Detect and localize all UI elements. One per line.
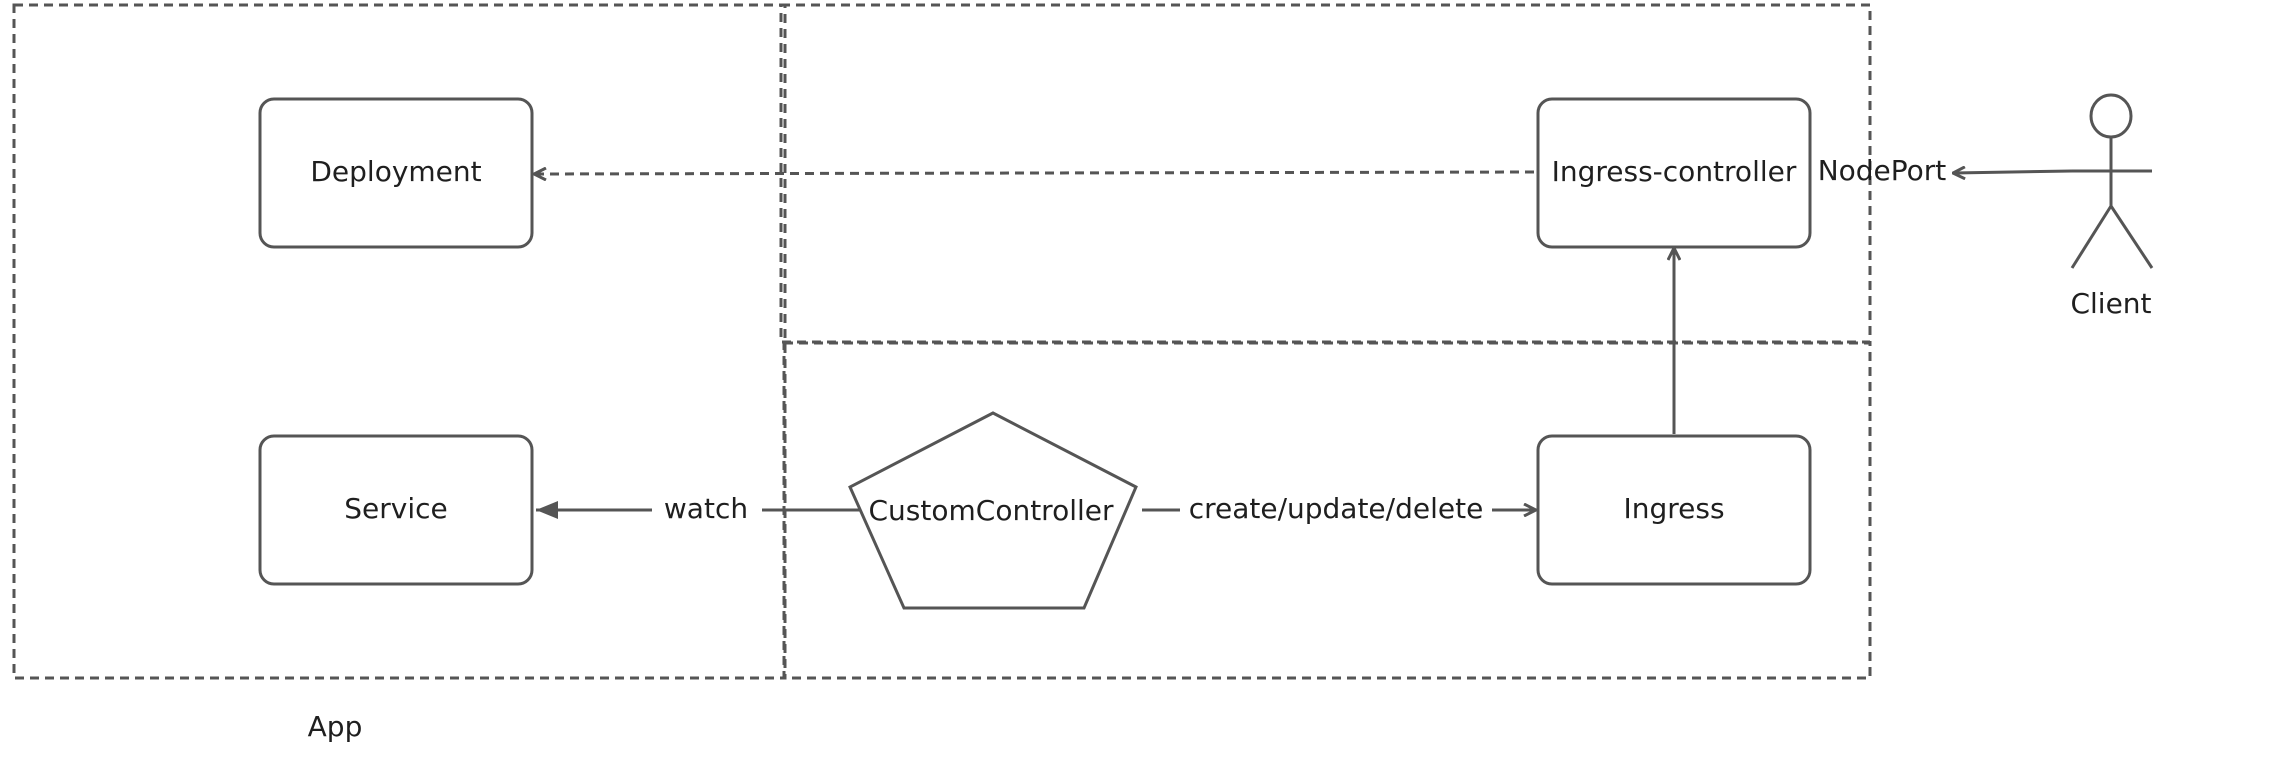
ingress-label: Ingress bbox=[1623, 492, 1724, 525]
app-group-label: App bbox=[308, 710, 363, 743]
app-namespace-frame bbox=[12, 3, 787, 680]
service-node[interactable]: Service bbox=[258, 434, 534, 586]
service-label: Service bbox=[344, 492, 447, 525]
deployment-node[interactable]: Deployment bbox=[258, 97, 534, 249]
client-to-nodeport-edge bbox=[1954, 171, 2073, 173]
ingress-node[interactable]: Ingress bbox=[1536, 434, 1812, 586]
watch-edge-label: watch bbox=[664, 492, 748, 525]
create-update-delete-edge-label: create/update/delete bbox=[1189, 492, 1484, 525]
client-actor[interactable]: Client bbox=[2070, 93, 2154, 320]
deployment-label: Deployment bbox=[310, 155, 481, 188]
nodeport-edge-label: NodePort bbox=[1818, 154, 1947, 187]
stick-figure-icon bbox=[2070, 93, 2154, 269]
ingress-controller-label: Ingress-controller bbox=[1552, 155, 1797, 188]
custom-controller-label: CustomController bbox=[869, 494, 1114, 527]
client-label: Client bbox=[2070, 287, 2151, 320]
custom-controller-node[interactable]: CustomController bbox=[848, 411, 1138, 610]
ingress-controller-node[interactable]: Ingress-controller bbox=[1536, 97, 1812, 249]
ingress-controller-to-deployment-edge bbox=[535, 172, 1535, 174]
